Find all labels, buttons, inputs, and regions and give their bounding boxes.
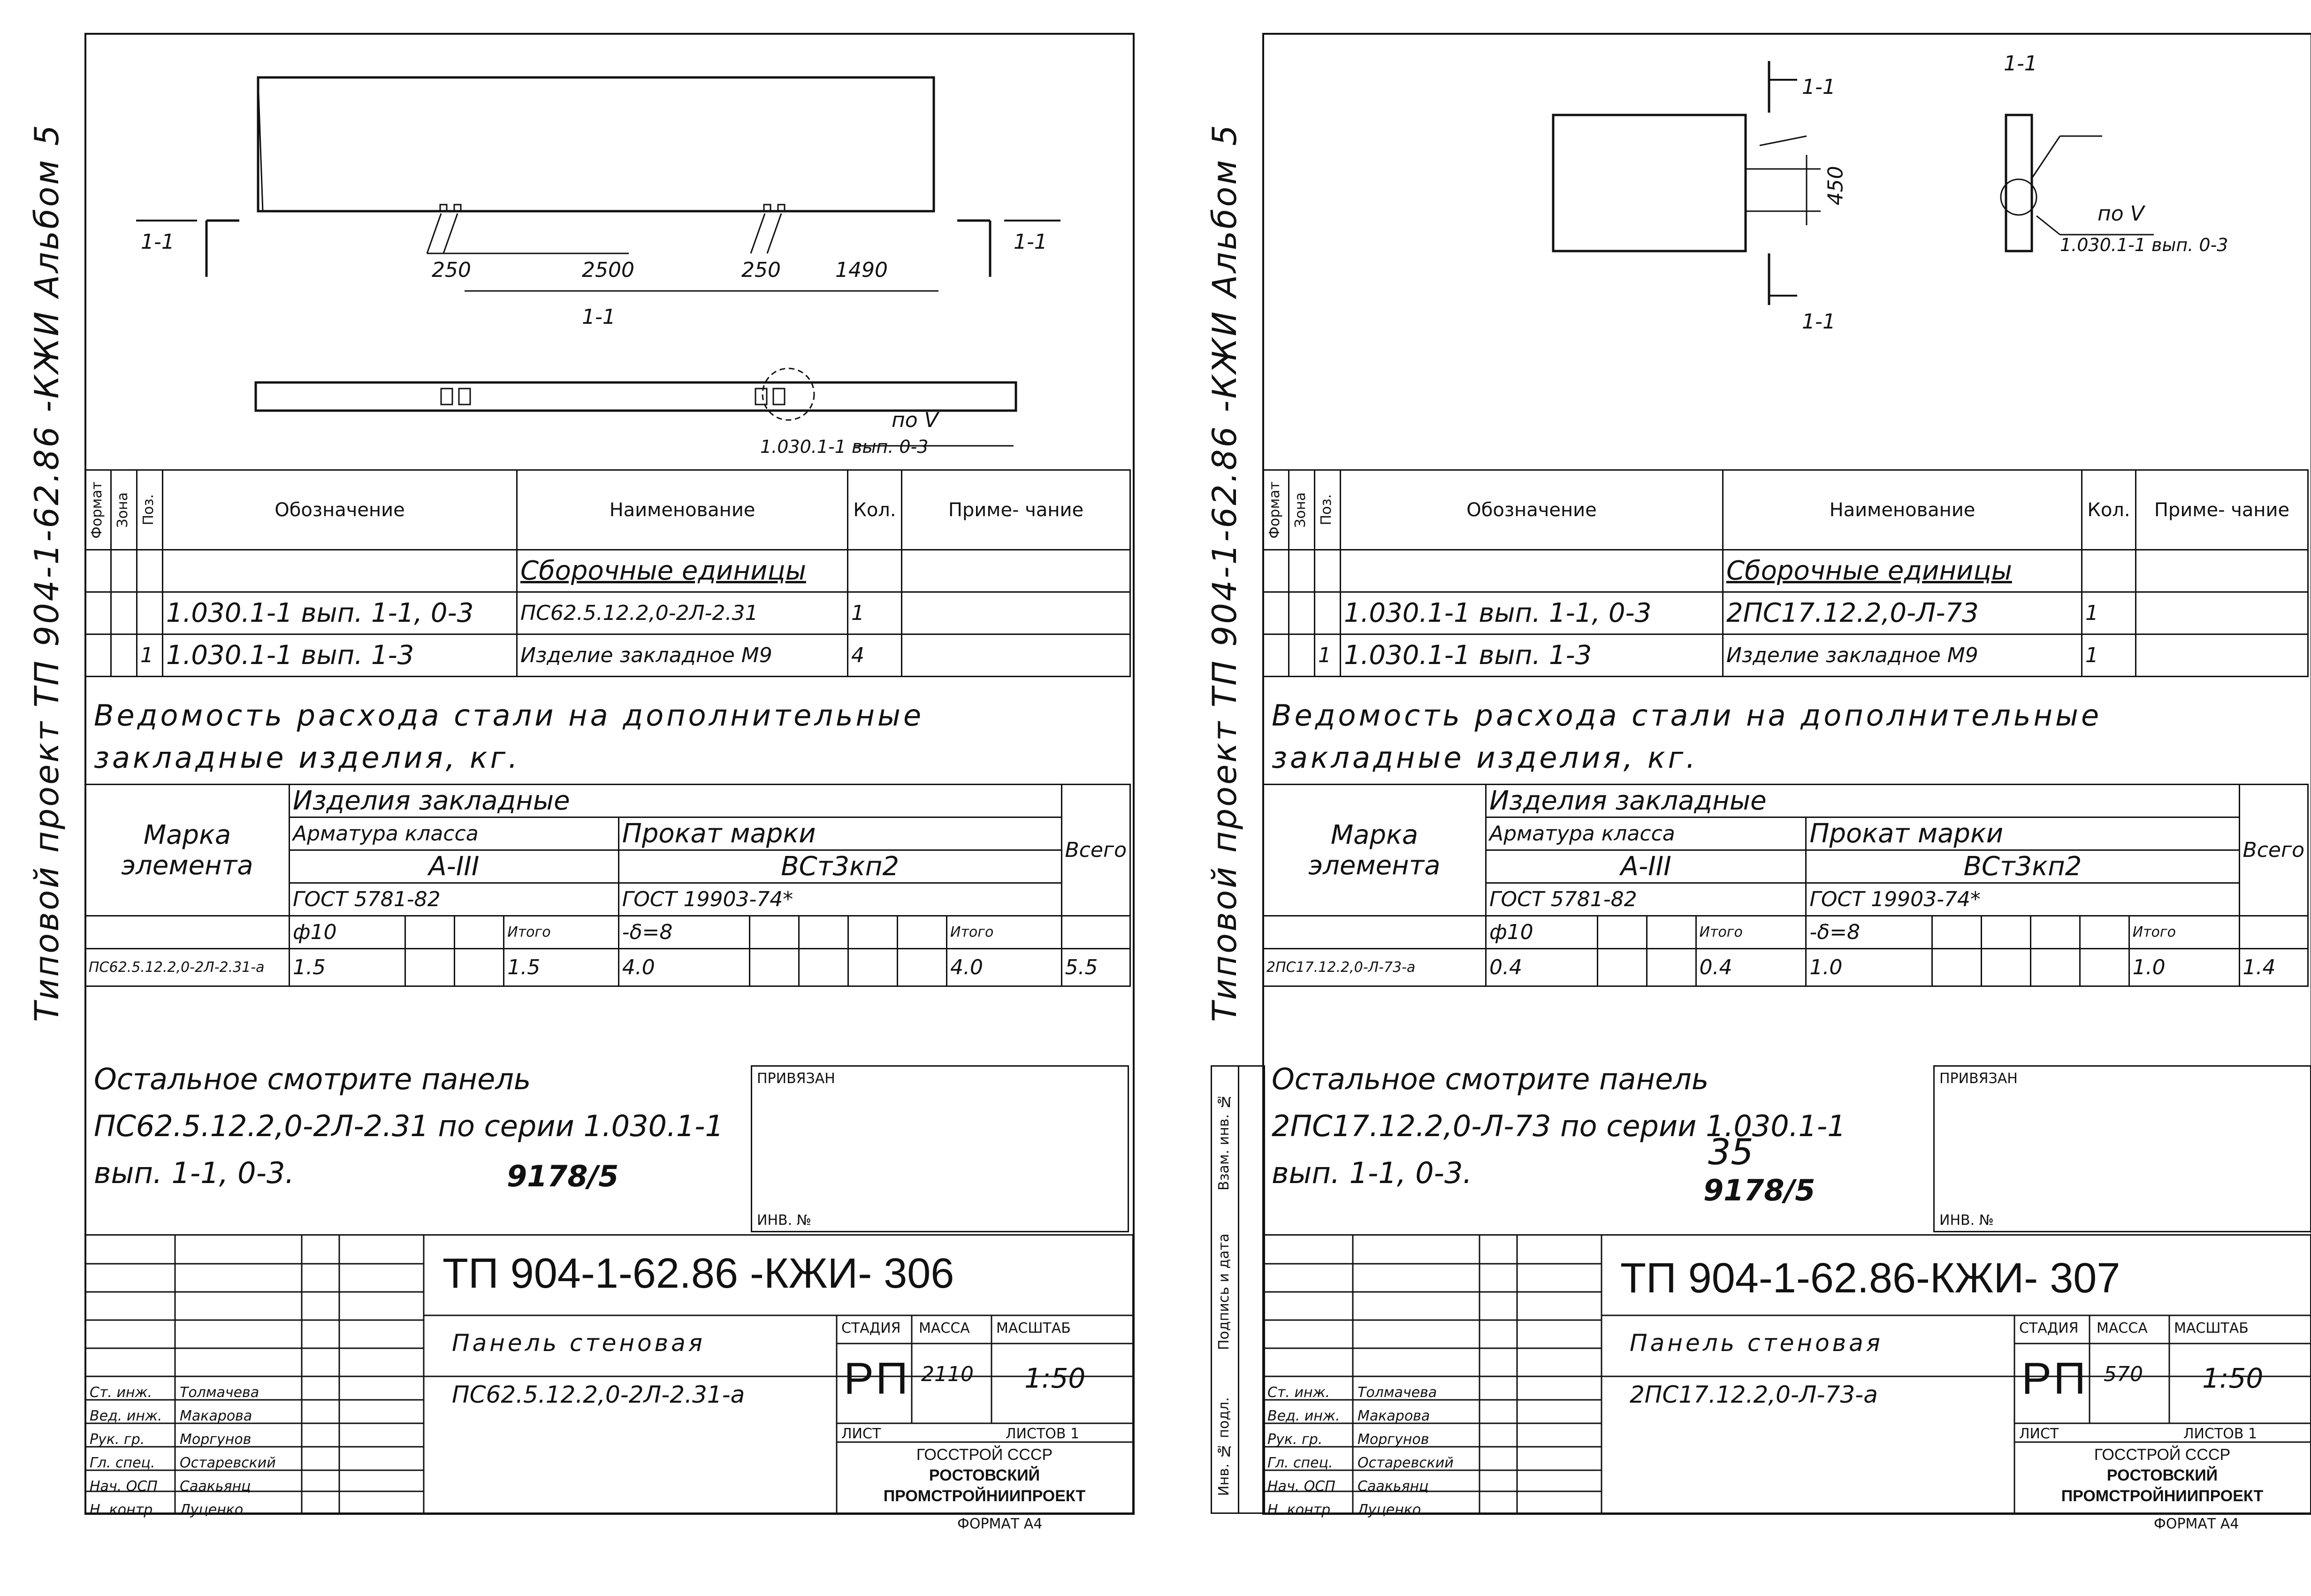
left-section-label: 1-1 [582,305,616,329]
left-sheet-frame [84,33,1135,1515]
left-dim-2: 2500 [582,258,634,282]
right-note: Остальное смотрите панель 2ПС17.12.2,0-Л… [1272,1062,1846,1190]
right-doc-code: ТП 904-1-62.86-КЖИ- 307 [1620,1255,2120,1302]
right-code: 9178/5 [1703,1173,1815,1207]
right-panel-elevation [1552,114,1747,252]
left-roles: Ст. инж. Вед. инж. Рук. гр. Гл. спец. На… [90,1384,162,1518]
left-spec-table: Формат Зона Поз. Обозначение Наименовани… [84,469,1131,677]
right-spec-table: Формат Зона Поз. Обозначение Наименовани… [1262,469,2309,677]
right-format: ФОРМАТ А4 [2154,1516,2239,1532]
left-steel-table: Марка элемента Изделия закладные Всего А… [84,784,1131,987]
right-steel-table: Марка элемента Изделия закладные Всего А… [1262,784,2309,987]
table-row: Сборочные единицы [1262,549,2309,593]
left-people: Толмачева Макарова Моргунов Остаревский … [180,1384,276,1518]
left-code: 9178/5 [507,1159,619,1193]
left-format: ФОРМАТ А4 [957,1516,1043,1532]
right-po-v: по V [2097,202,2144,226]
right-ref-v: 1.030.1-1 вып. 0-3 [2060,235,2228,255]
right-approval-columns: Взам. инв. № Подпись и дата Инв. № подл. [1211,1065,1265,1514]
right-section-label: 1-1 [2004,52,2037,76]
right-stage-value: РП [2021,1353,2088,1404]
left-sidebar-label: Типовой проект ТП 904-1-62.86 -КЖИ Альбо… [28,123,66,1022]
left-section-mark-b: 1-1 [1014,230,1047,254]
left-title-1: Панель стеновая [452,1329,705,1357]
table-row: Сборочные единицы [84,549,1131,593]
left-drawing-sheet: 1-1 1-1 250 2500 250 1490 1-1 по V 1.030… [84,33,1187,1544]
left-scale-value: 1:50 [1024,1362,1086,1394]
right-organization: ГОССТРОЙ СССР РОСТОВСКИЙ ПРОМСТРОЙНИИПРО… [2061,1446,2264,1505]
right-section-mark-a: 1-1 [1802,75,1836,99]
left-panel-elevation [257,76,935,213]
right-panel-section [2005,114,2033,252]
left-mass-value: 2110 [921,1362,974,1386]
right-page-number: 35 [1708,1131,1754,1173]
left-organization: ГОССТРОЙ СССР РОСТОВСКИЙ ПРОМСТРОЙНИИПРО… [883,1446,1086,1505]
left-panel-section [254,381,1017,412]
left-steel-title: Ведомость расхода стали на дополнительны… [94,698,924,775]
right-section-mark-b: 1-1 [1802,310,1836,334]
table-row: 1 1.030.1-1 вып. 1-3 Изделие закладное М… [84,634,1131,677]
right-drawing-sheet: 1-1 1-1 450 1-1 по V 1.030.1-1 вып. 0-3 … [1211,33,2311,1544]
left-dim-1: 250 [432,258,471,282]
right-sidebar-label: Типовой проект ТП 904-1-62.86 -КЖИ Альбо… [1205,123,1244,1022]
left-title-2: ПС62.5.12.2,0-2Л-2.31-а [452,1381,745,1408]
left-dim-4: 1490 [835,258,888,282]
table-row: 1 1.030.1-1 вып. 1-3 Изделие закладное М… [1262,634,2309,677]
left-ref-v: 1.030.1-1 вып. 0-3 [760,436,929,457]
right-mass-value: 570 [2104,1362,2143,1386]
table-row: 2ПС17.12.2,0-Л-73-а 0.4 0.4 1.0 1.0 1.4 [1262,948,2309,987]
right-steel-title: Ведомость расхода стали на дополнительны… [1272,698,2102,775]
right-privyazan-box: ПРИВЯЗАН ИНВ. № [1933,1065,2311,1232]
table-row: 1.030.1-1 вып. 1-1, 0-3 ПС62.5.12.2,0-2Л… [84,591,1131,635]
left-po-v: по V [892,408,938,432]
right-scale-value: 1:50 [2202,1362,2264,1394]
right-title-1: Панель стеновая [1630,1329,1883,1357]
left-privyazan-box: ПРИВЯЗАН ИНВ. № [751,1065,1129,1232]
left-note: Остальное смотрите панель ПС62.5.12.2,0-… [94,1062,724,1190]
right-panel-drawing [1552,61,2154,305]
left-dim-3: 250 [741,258,781,282]
right-roles: Ст. инж. Вед. инж. Рук. гр. Гл. спец. На… [1267,1384,1340,1518]
table-row: ПС62.5.12.2,0-2Л-2.31-а 1.5 1.5 4.0 4.0 … [84,948,1131,987]
table-row: 1.030.1-1 вып. 1-1, 0-3 2ПС17.12.2,0-Л-7… [1262,591,2309,635]
right-dim-450: 450 [1823,166,1848,206]
left-doc-code: ТП 904-1-62.86 -КЖИ- 306 [442,1250,954,1297]
right-people: Толмачева Макарова Моргунов Остаревский … [1358,1384,1454,1518]
left-stage-value: РП [844,1353,910,1404]
left-panel-drawing [136,76,1060,447]
left-title-block: ТП 904-1-62.86 -КЖИ- 306 Панель стеновая… [84,1234,1134,1518]
left-section-mark-a: 1-1 [141,230,175,254]
right-title-block: ТП 904-1-62.86-КЖИ- 307 Панель стеновая … [1262,1234,2311,1518]
right-title-2: 2ПС17.12.2,0-Л-73-а [1630,1381,1878,1408]
